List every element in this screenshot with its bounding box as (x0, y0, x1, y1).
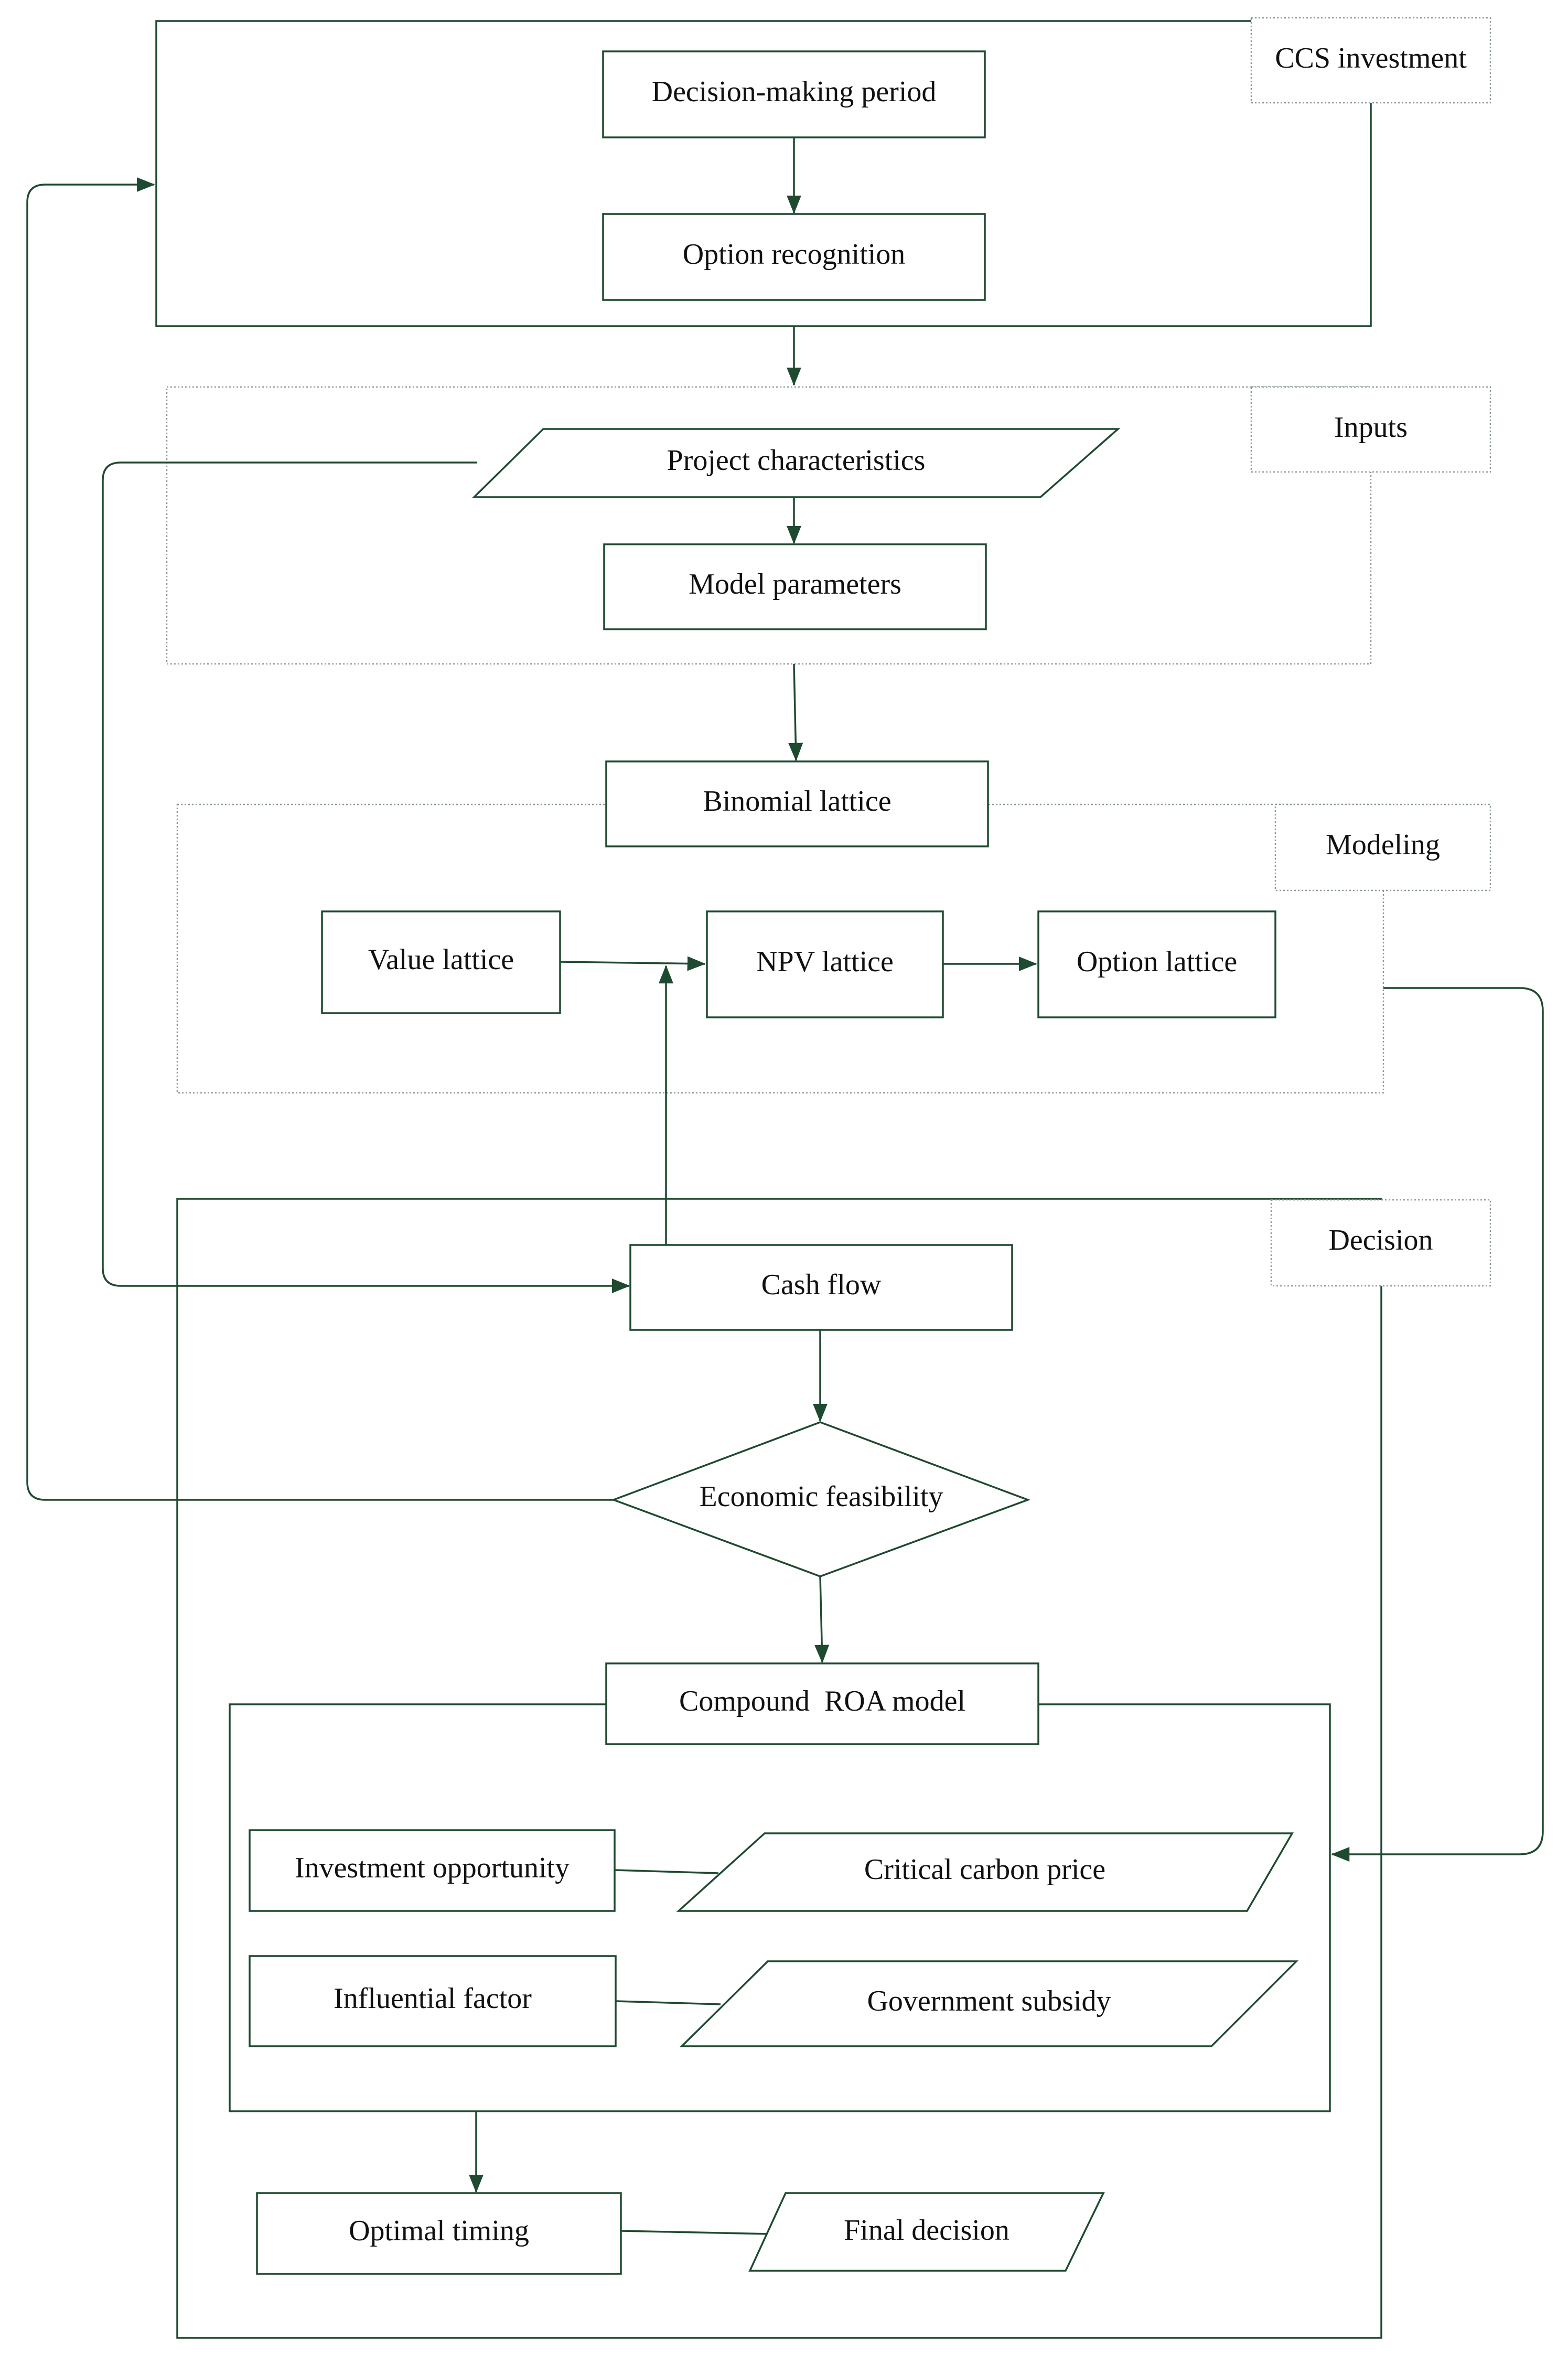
investment-opportunity-label: Investment opportunity (295, 1852, 570, 1884)
compound-roa-model-label: Compound ROA model (679, 1685, 965, 1717)
government-subsidy-label: Government subsidy (867, 1985, 1111, 2017)
npv-lattice-label: NPV lattice (756, 946, 894, 978)
ccs-investment-tag: CCS investment (1250, 17, 1491, 104)
inputs-section (166, 386, 1372, 665)
influential-factor-label: Influential factor (334, 1982, 532, 2015)
investment-opportunity-box: Investment opportunity (249, 1829, 616, 1912)
critical-carbon-price-label: Critical carbon price (864, 1853, 1105, 1886)
project-characteristics-label: Project characteristics (667, 444, 926, 477)
option-recognition-box: Option recognition (602, 213, 986, 301)
modeling-label: Modeling (1326, 829, 1440, 861)
binomial-lattice-label: Binomial lattice (703, 785, 891, 818)
project-characteristics-parallelogram: Project characteristics (471, 428, 1121, 498)
arrow-characteristics-to-cashflow (102, 461, 630, 1293)
decision-making-period-box: Decision-making period (602, 50, 986, 138)
link-timing-to-final (620, 2230, 771, 2235)
link-investment-to-carbon-price (614, 1869, 719, 1874)
option-lattice-label: Option lattice (1077, 946, 1237, 978)
optimal-timing-box: Optimal timing (256, 2192, 622, 2275)
cash-flow-box: Cash flow (629, 1244, 1013, 1331)
decision-section (176, 1198, 1382, 2339)
government-subsidy-parallelogram: Government subsidy (679, 1960, 1299, 2047)
critical-carbon-price-parallelogram: Critical carbon price (676, 1832, 1294, 1912)
value-lattice-label: Value lattice (368, 943, 514, 976)
option-recognition-label: Option recognition (683, 238, 906, 271)
economic-feasibility-label: Economic feasibility (700, 1480, 943, 1513)
decision-tag: Decision (1270, 1199, 1491, 1287)
inputs-tag: Inputs (1250, 386, 1491, 473)
compound-roa-model-box: Compound ROA model (605, 1662, 1039, 1745)
option-lattice-box: Option lattice (1037, 910, 1276, 1018)
final-decision-label: Final decision (844, 2214, 1009, 2247)
binomial-lattice-box: Binomial lattice (605, 760, 989, 847)
optimal-timing-label: Optimal timing (349, 2215, 529, 2247)
modeling-tag: Modeling (1274, 803, 1491, 892)
arrow-modeling-to-roa (1331, 987, 1544, 1862)
value-lattice-box: Value lattice (321, 910, 561, 1014)
npv-lattice-box: NPV lattice (706, 910, 944, 1018)
ccs-investment-label: CCS investment (1275, 42, 1467, 74)
inputs-label: Inputs (1334, 411, 1408, 444)
arrow-value-to-npv (559, 956, 706, 971)
ccs-investment-section (155, 20, 1372, 327)
decision-making-period-label: Decision-making period (652, 76, 937, 108)
link-factor-to-subsidy (615, 2000, 721, 2005)
final-decision-parallelogram: Final decision (748, 2192, 1105, 2272)
model-parameters-box: Model parameters (603, 543, 987, 630)
arrow-feasibility-to-roa (814, 1576, 830, 1663)
economic-feasibility-diamond: Economic feasibility (610, 1421, 1031, 1577)
decision-label: Decision (1328, 1224, 1433, 1256)
arrow-inputs-to-binomial (788, 663, 803, 761)
cash-flow-label: Cash flow (761, 1269, 882, 1301)
influential-factor-box: Influential factor (249, 1955, 617, 2047)
arrow-feasibility-to-ccs (26, 177, 614, 1501)
model-parameters-label: Model parameters (689, 568, 901, 600)
